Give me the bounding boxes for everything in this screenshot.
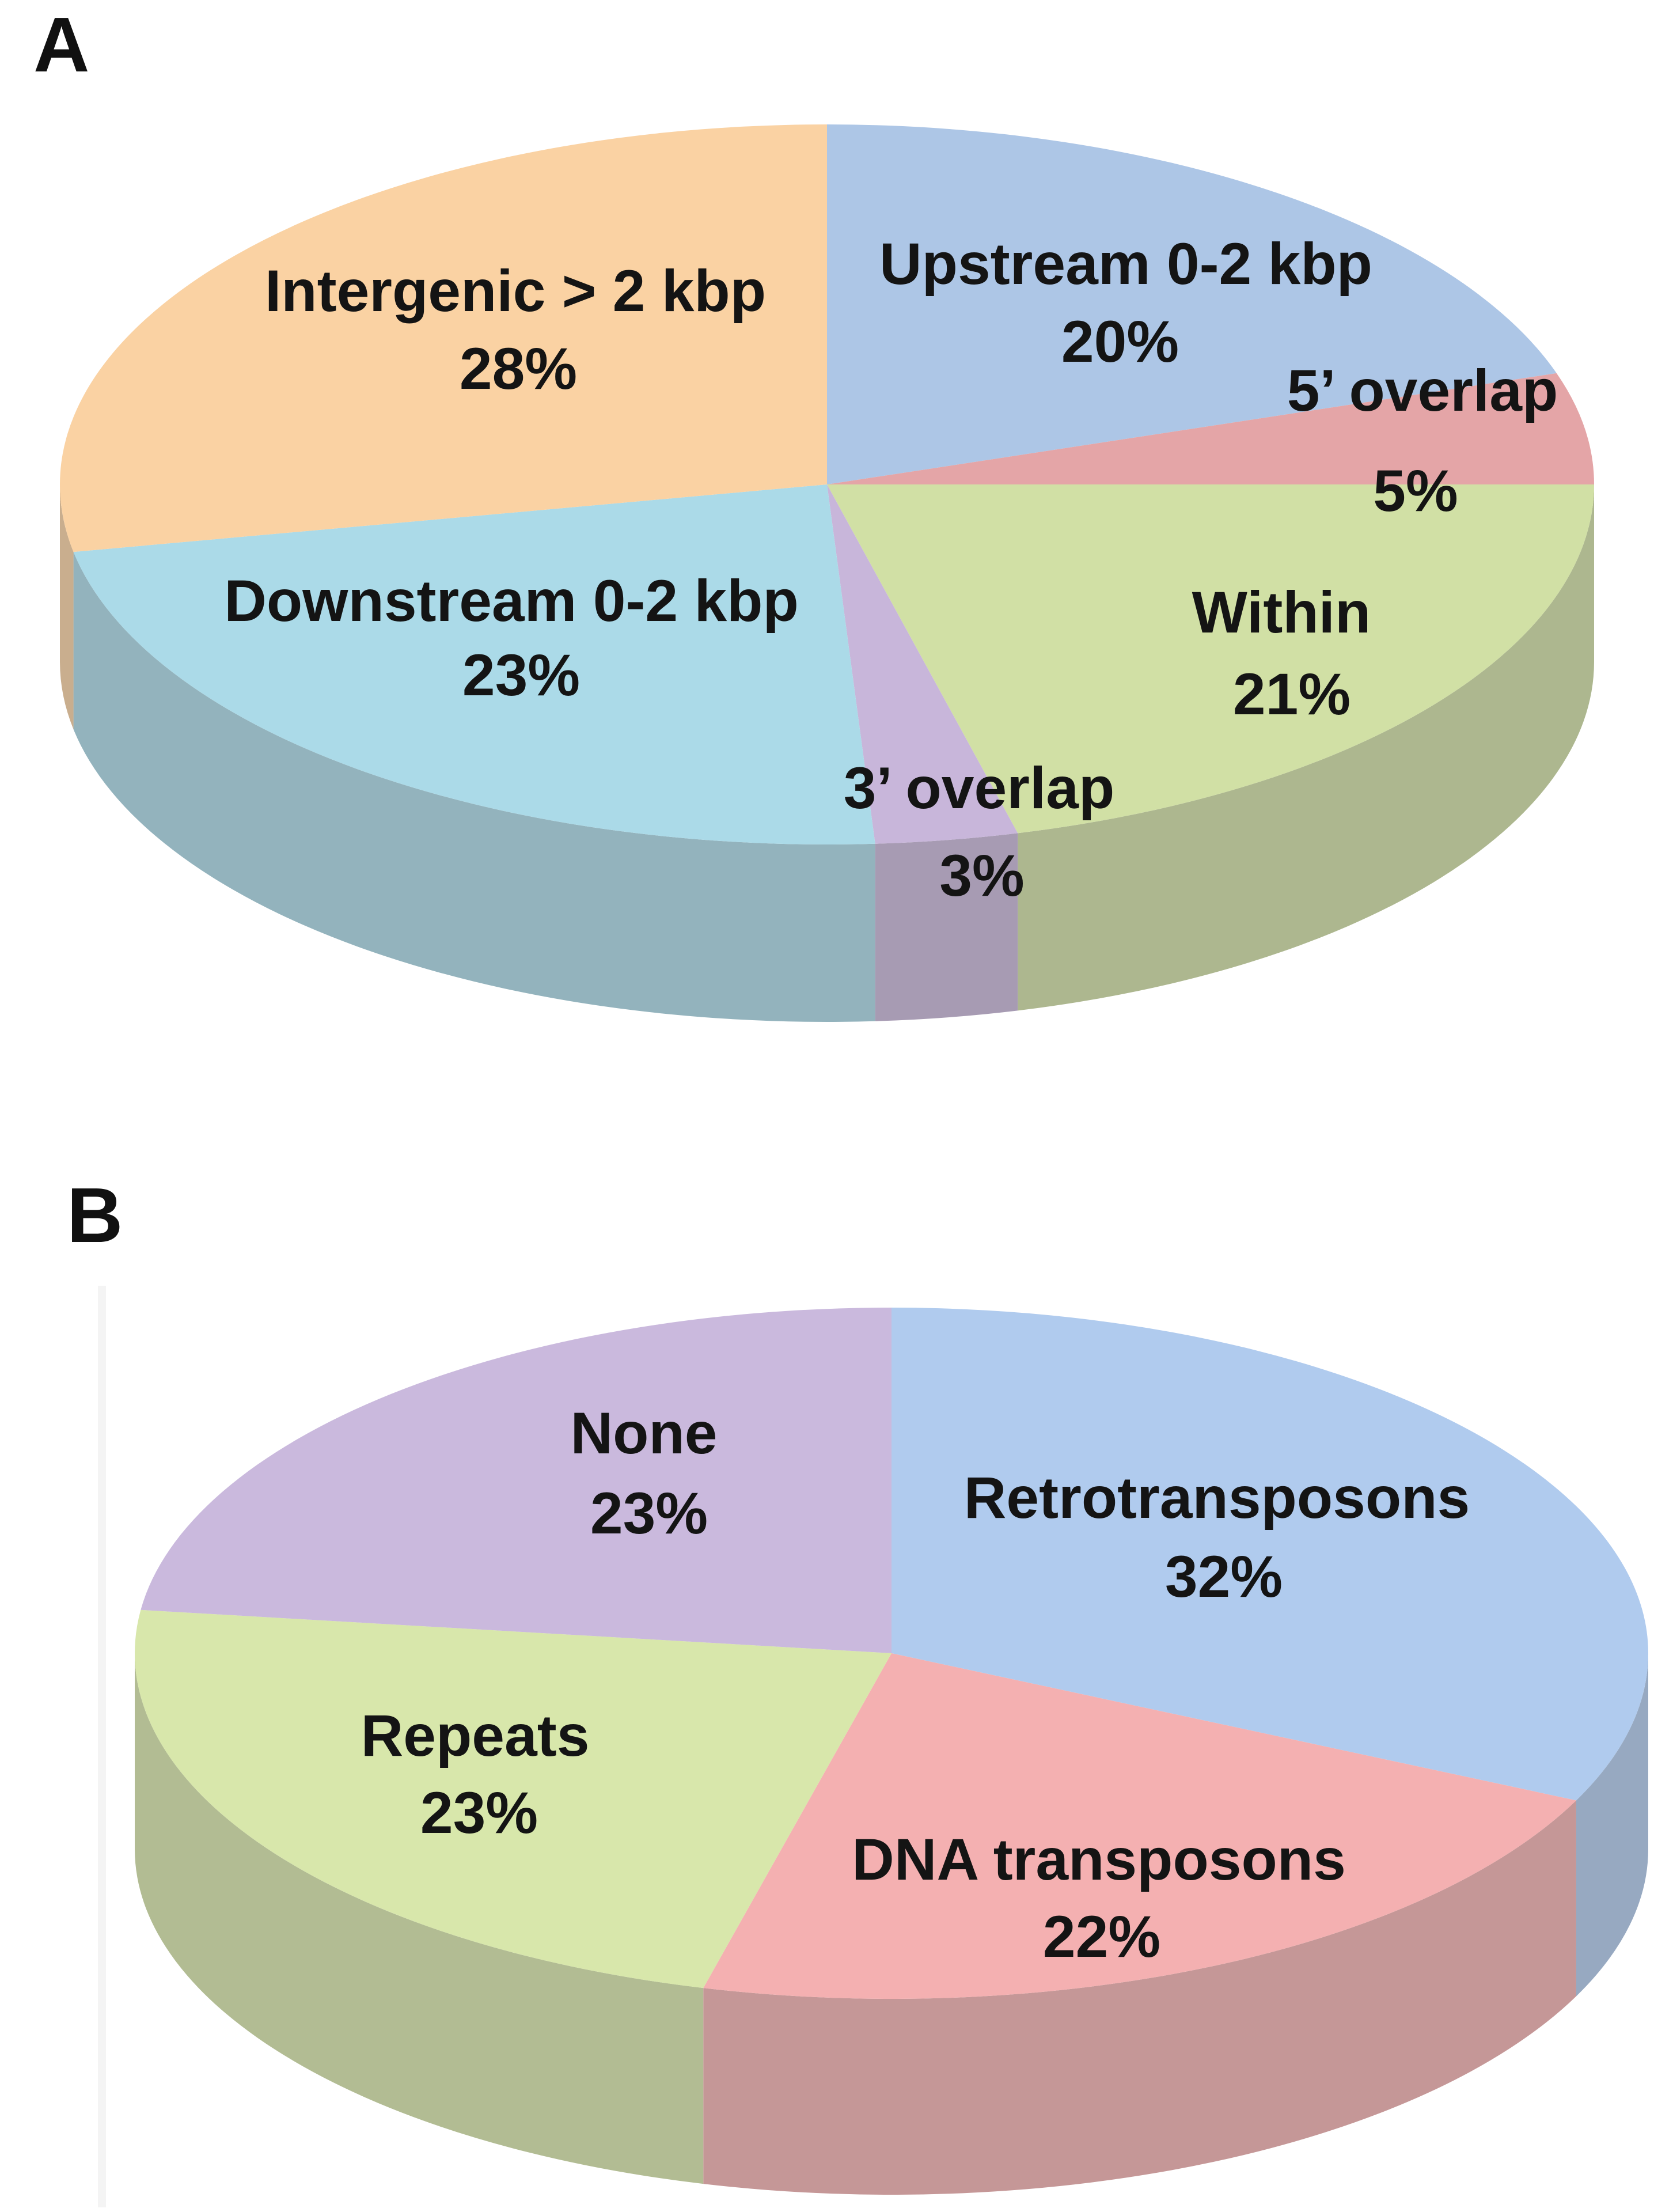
slice-label-pct: 22% (1042, 1903, 1161, 1969)
pie-slice (73, 484, 875, 845)
panel-b-label: B (67, 1172, 123, 1259)
slice-label-text: Upstream 0-2 kbp (879, 230, 1372, 297)
slice-label-pct: 32% (1164, 1543, 1283, 1609)
panel-b-frame-line (98, 1286, 106, 2207)
slice-label-pct: 28% (459, 335, 578, 402)
slice-label-text: Retrotransposons (963, 1464, 1470, 1531)
pie-slice-side (875, 833, 1018, 1021)
pie-slice-side (60, 484, 74, 730)
pie-slice-side (1018, 484, 1594, 1011)
pie-slice (892, 1308, 1648, 1801)
slice-label-pct: 3% (939, 842, 1025, 908)
pie-slice-side (703, 1800, 1576, 2195)
slice-label-text: Downstream 0-2 kbp (224, 567, 799, 634)
slice-label-text: DNA transposons (852, 1826, 1346, 1892)
panel-a-label: A (33, 1, 90, 88)
slice-label-text: Repeats (361, 1702, 590, 1768)
slice-label-text: 3’ overlap (843, 755, 1115, 821)
slice-label-pct: 5% (1373, 457, 1458, 524)
pie-slice (703, 1653, 1576, 1999)
slice-label-pct: 23% (420, 1779, 538, 1846)
slice-label-pct: 23% (590, 1480, 708, 1546)
pie-slice (59, 124, 827, 552)
pie-slice (827, 124, 1557, 484)
slice-label-text: Within (1192, 579, 1371, 645)
slice-label-text: None (570, 1400, 718, 1466)
slice-label-pct: 21% (1232, 661, 1351, 727)
slice-label-text: 5’ overlap (1287, 357, 1558, 423)
slice-label-pct: 23% (462, 642, 581, 708)
pie-slice (141, 1308, 892, 1653)
pie-slice-side (135, 1653, 704, 2184)
pie-slice-side (73, 552, 875, 1022)
slice-label-pct: 20% (1061, 308, 1179, 374)
pie-slice (827, 484, 1594, 834)
pie-slice (827, 373, 1594, 484)
pie-slice-side (1576, 1653, 1648, 1997)
slice-label-text: Intergenic > 2 kbp (264, 257, 767, 324)
pie-slice (135, 1609, 892, 1988)
pie-slice (827, 484, 1018, 844)
